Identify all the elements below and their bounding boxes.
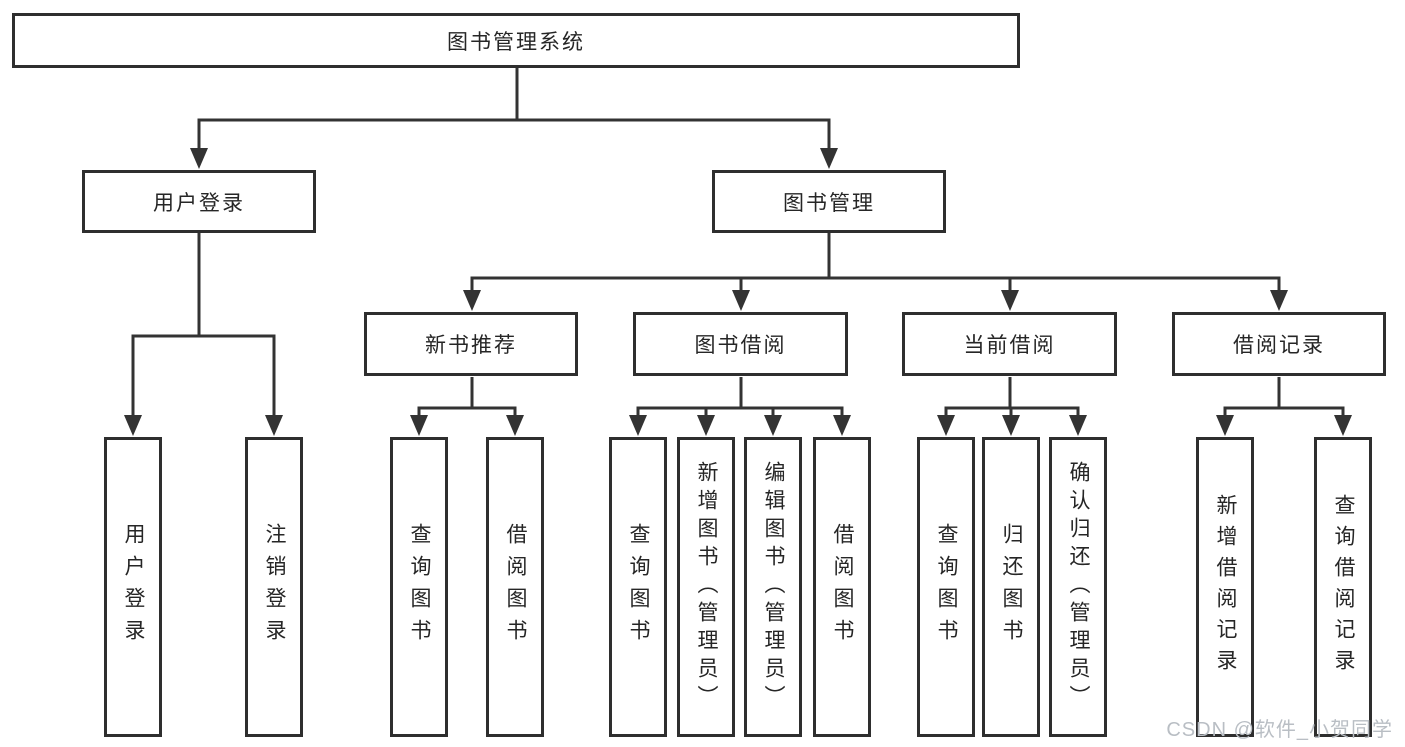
arrow-down-icon: [1270, 290, 1288, 311]
arrow-down-icon: [506, 415, 524, 436]
leaf-borrow-add-admin: 新增图书（管理员）: [677, 437, 735, 737]
node-current-borrow: 当前借阅: [902, 312, 1117, 376]
leaf-label: 新增借阅记录: [1214, 494, 1237, 680]
connector-book-borrow-leaves: [636, 377, 844, 418]
node-user-login: 用户登录: [82, 170, 316, 233]
node-root: 图书管理系统: [12, 13, 1020, 68]
connector-current-borrow-leaves: [944, 377, 1080, 418]
arrow-down-icon: [190, 148, 208, 169]
node-book-mgmt: 图书管理: [712, 170, 946, 233]
leaf-label: 查询图书: [408, 523, 431, 651]
leaf-user-login: 用户登录: [104, 437, 162, 737]
leaf-record-query: 查询借阅记录: [1314, 437, 1372, 737]
connector-book-mgmt-level3: [470, 233, 1281, 293]
arrow-down-icon: [1216, 415, 1234, 436]
leaf-label: 新增图书（管理员）: [695, 461, 718, 713]
leaf-label: 查询图书: [627, 523, 650, 651]
leaf-newbook-borrow: 借阅图书: [486, 437, 544, 737]
leaf-label: 查询借阅记录: [1332, 494, 1355, 680]
connector-new-book-leaves: [417, 377, 517, 418]
leaf-current-return: 归还图书: [982, 437, 1040, 737]
leaf-borrow-query: 查询图书: [609, 437, 667, 737]
leaf-label: 归还图书: [1000, 523, 1023, 651]
arrow-down-icon: [1334, 415, 1352, 436]
leaf-label: 用户登录: [122, 523, 145, 651]
arrow-down-icon: [463, 290, 481, 311]
leaf-borrow-edit-admin: 编辑图书（管理员）: [744, 437, 802, 737]
arrow-down-icon: [697, 415, 715, 436]
leaf-current-confirm-admin: 确认归还（管理员）: [1049, 437, 1107, 737]
connector-borrow-record-leaves: [1223, 377, 1345, 418]
node-new-book-recommend: 新书推荐: [364, 312, 578, 376]
leaf-label: 注销登录: [263, 523, 286, 651]
node-borrow-record: 借阅记录: [1172, 312, 1386, 376]
leaf-label: 借阅图书: [831, 523, 854, 651]
arrow-down-icon: [1001, 290, 1019, 311]
arrow-down-icon: [410, 415, 428, 436]
leaf-newbook-query: 查询图书: [390, 437, 448, 737]
arrow-down-icon: [764, 415, 782, 436]
connector-root-level2: [197, 68, 831, 150]
arrow-down-icon: [732, 290, 750, 311]
leaf-label: 确认归还（管理员）: [1067, 461, 1090, 713]
arrow-down-icon: [265, 415, 283, 436]
leaf-label: 编辑图书（管理员）: [762, 461, 785, 713]
leaf-logout: 注销登录: [245, 437, 303, 737]
leaf-current-query: 查询图书: [917, 437, 975, 737]
arrow-down-icon: [833, 415, 851, 436]
leaf-label: 查询图书: [935, 523, 958, 651]
leaf-borrow-borrow: 借阅图书: [813, 437, 871, 737]
arrow-down-icon: [1002, 415, 1020, 436]
leaf-record-add: 新增借阅记录: [1196, 437, 1254, 737]
arrow-down-icon: [937, 415, 955, 436]
leaf-label: 借阅图书: [504, 523, 527, 651]
arrow-down-icon: [1069, 415, 1087, 436]
arrowheads: [124, 148, 1352, 436]
node-book-borrow: 图书借阅: [633, 312, 848, 376]
arrow-down-icon: [124, 415, 142, 436]
connector-user-login-leaves: [131, 233, 276, 418]
arrow-down-icon: [629, 415, 647, 436]
arrow-down-icon: [820, 148, 838, 169]
